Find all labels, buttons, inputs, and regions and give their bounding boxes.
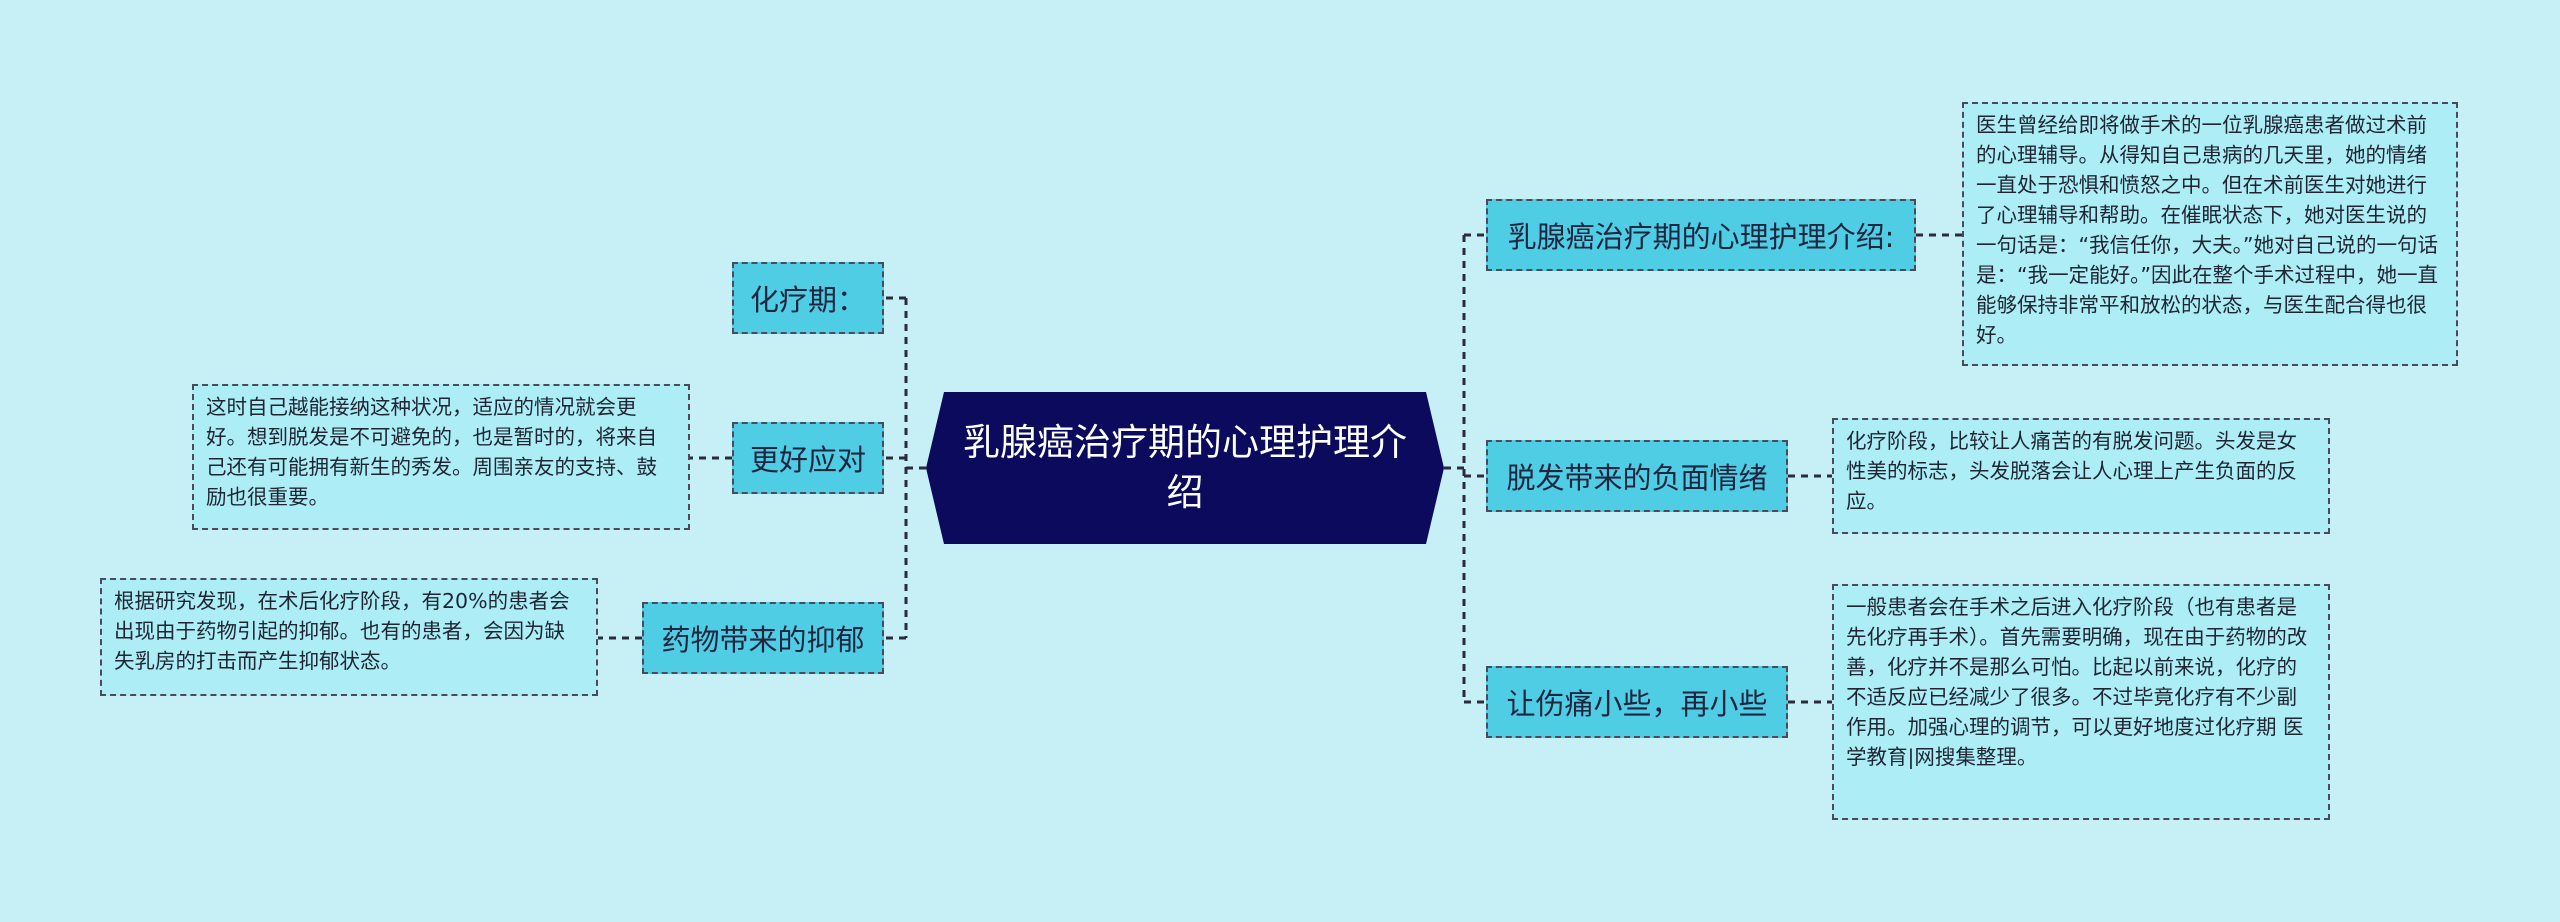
note-psych-care-intro: 医生曾经给即将做手术的一位乳腺癌患者做过术前的心理辅导。从得知自己患病的几天里，…	[1962, 102, 2458, 366]
branch-node-psych-care-intro[interactable]: 乳腺癌治疗期的心理护理介绍:	[1486, 199, 1916, 271]
root-node[interactable]: 乳腺癌治疗期的心理护理介绍	[926, 392, 1444, 544]
branch-node-drug-depression[interactable]: 药物带来的抑郁	[642, 602, 884, 674]
root-title: 乳腺癌治疗期的心理护理介绍	[963, 421, 1407, 514]
note-drug-depression: 根据研究发现，在术后化疗阶段，有20%的患者会出现由于药物引起的抑郁。也有的患者…	[100, 578, 598, 696]
note-hair-loss-emotion: 化疗阶段，比较让人痛苦的有脱发问题。头发是女性美的标志，头发脱落会让人心理上产生…	[1832, 418, 2330, 534]
branch-node-less-pain[interactable]: 让伤痛小些，再小些	[1486, 666, 1788, 738]
connector-root-left-trunk	[904, 298, 926, 638]
branch-node-better-coping[interactable]: 更好应对	[732, 422, 884, 494]
branch-node-chemo-period[interactable]: 化疗期：	[732, 262, 884, 334]
branch-node-hair-loss-emotion[interactable]: 脱发带来的负面情绪	[1486, 440, 1788, 512]
root-node-shape	[926, 392, 1444, 544]
note-less-pain: 一般患者会在手术之后进入化疗阶段（也有患者是先化疗再手术）。首先需要明确，现在由…	[1832, 584, 2330, 820]
note-better-coping: 这时自己越能接纳这种状况，适应的情况就会更好。想到脱发是不可避免的，也是暂时的，…	[192, 384, 690, 530]
connector-root-right-trunk	[1444, 235, 1466, 702]
